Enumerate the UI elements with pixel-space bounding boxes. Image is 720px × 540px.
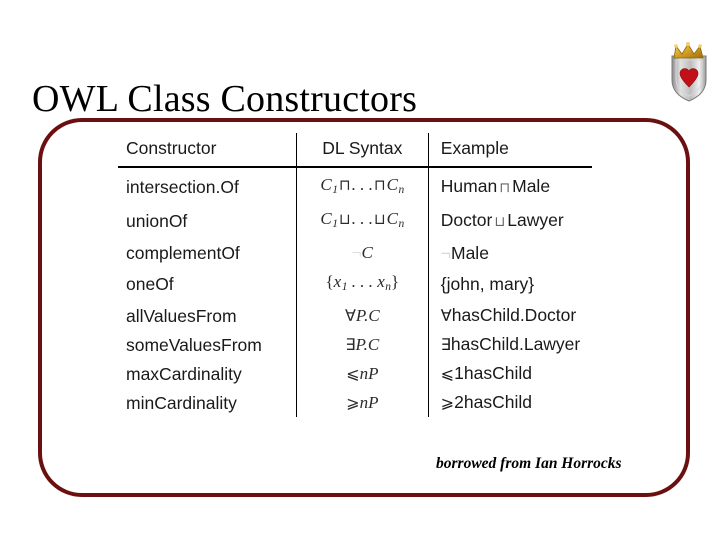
cell-constructor: complementOf [126,242,240,263]
table-row: oneOf {x1 . . . xn} {john, mary} [118,267,592,301]
cell-example: Doctor⊔Lawyer [440,210,564,230]
cell-dl-syntax: ∃P.C [295,330,429,359]
cell-constructor: unionOf [126,211,188,231]
column-header-dl-syntax: DL Syntax [295,133,429,167]
table-body: intersection.Of C1⊓. . .⊓Cn Human⊓Male u… [118,167,592,417]
constructor-table: Constructor DL Syntax Example intersecti… [118,133,592,417]
cell-constructor: allValuesFrom [126,305,237,326]
page-title: OWL Class Constructors [32,78,418,121]
dl-expression: ∃P.C [345,335,380,354]
cell-dl-syntax: ⩾nP [295,388,429,417]
dl-expression: ⩾nP [346,393,379,412]
cell-dl-syntax: ¬C [295,238,429,267]
table-header-row: Constructor DL Syntax Example [118,133,592,167]
cell-example: {john, mary} [440,274,535,294]
table-row: complementOf ¬C ¬Male [118,238,592,267]
dl-expression: C1⊔. . .⊔Cn [320,209,405,230]
cell-constructor: minCardinality [126,392,237,413]
cell-example: Human⊓Male [440,176,551,196]
dl-expression: ⩽nP [346,364,379,383]
table-row: allValuesFrom ∀P.C ∀hasChild.Doctor [118,301,592,330]
cell-dl-syntax: C1⊓. . .⊓Cn [295,167,429,204]
cell-dl-syntax: ∀P.C [295,301,429,330]
cell-constructor: intersection.Of [126,177,239,197]
crest-icon [671,42,707,102]
column-header-constructor: Constructor [126,138,217,158]
attribution-text: borrowed from Ian Horrocks [436,455,622,472]
table-row: unionOf C1⊔. . .⊔Cn Doctor⊔Lawyer [118,204,592,238]
cell-constructor: someValuesFrom [126,334,262,355]
cell-example: ∀hasChild.Doctor [440,305,577,325]
cell-dl-syntax: {x1 . . . xn} [295,267,429,301]
cell-example: ⩾2hasChild [440,392,532,412]
owl-constructors-table: Constructor DL Syntax Example intersecti… [118,133,592,417]
cell-example: ⩽1hasChild [440,363,532,383]
cell-constructor: maxCardinality [126,363,242,384]
cell-constructor: oneOf [126,274,174,294]
table-row: minCardinality ⩾nP ⩾2hasChild [118,388,592,417]
column-header-example: Example [440,138,509,158]
cell-example: ∃hasChild.Lawyer [440,334,581,354]
dl-expression: ∀P.C [344,306,380,325]
cell-dl-syntax: ⩽nP [295,359,429,388]
dl-expression: C1⊓. . .⊓Cn [320,175,405,196]
table-row: maxCardinality ⩽nP ⩽1hasChild [118,359,592,388]
cell-example: ¬Male [440,242,489,263]
university-crest-logo [663,42,715,104]
table-header: Constructor DL Syntax Example [118,133,592,167]
cell-dl-syntax: C1⊔. . .⊔Cn [295,204,429,238]
dl-expression: ¬C [351,243,373,262]
content-rounded-box [38,118,690,497]
dl-expression: {x1 . . . xn} [325,272,400,293]
table-row: someValuesFrom ∃P.C ∃hasChild.Lawyer [118,330,592,359]
table-row: intersection.Of C1⊓. . .⊓Cn Human⊓Male [118,167,592,204]
